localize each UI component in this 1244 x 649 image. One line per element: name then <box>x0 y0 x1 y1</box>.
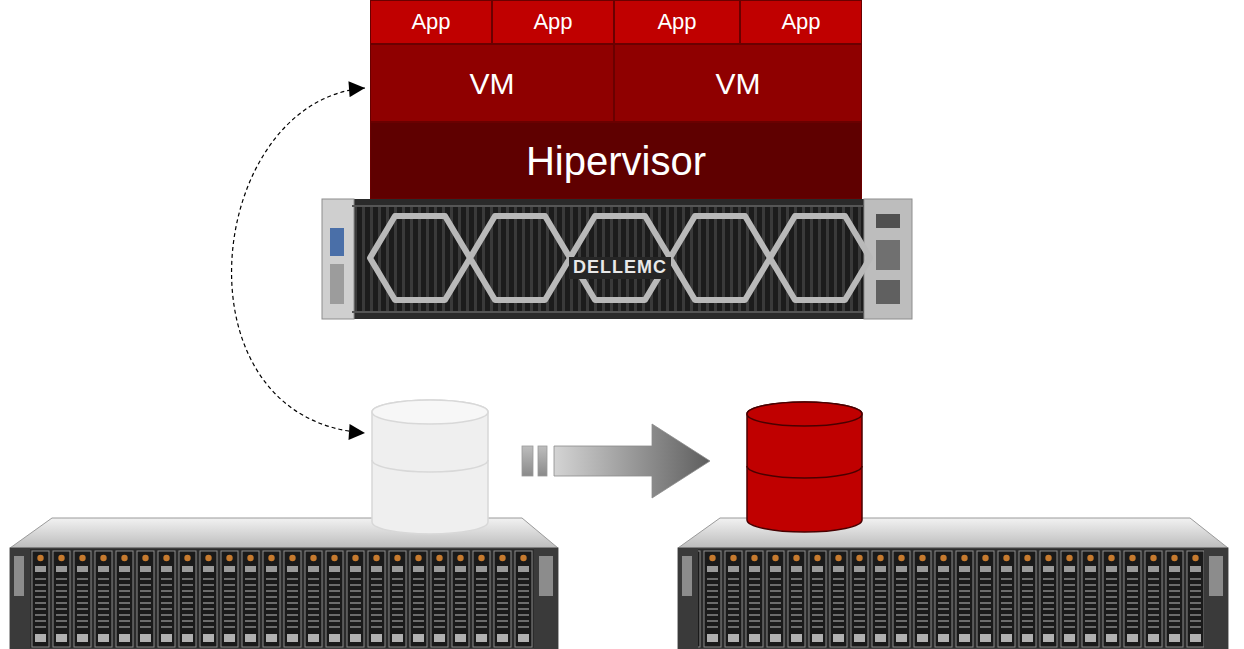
box-label: App <box>411 10 450 34</box>
app-box: App <box>492 0 614 44</box>
brand-logo: DELLEMC <box>569 257 671 279</box>
box-label: App <box>657 10 696 34</box>
box-label: App <box>533 10 572 34</box>
box-label: VM <box>716 67 761 100</box>
migration-arrow <box>522 424 710 498</box>
app-box: App <box>370 0 492 44</box>
box-label: App <box>781 10 820 34</box>
box-label: Hipervisor <box>526 139 706 183</box>
vm-box: VM <box>370 44 614 122</box>
hypervisor-band: Hipervisor <box>370 122 862 199</box>
database-cylinder <box>747 402 862 532</box>
app-box: App <box>740 0 862 44</box>
storage-array <box>678 518 1228 649</box>
rack-server <box>322 199 912 319</box>
dashed-link <box>232 88 365 433</box>
box-label: VM <box>470 67 515 100</box>
storage-array <box>10 518 558 649</box>
database-cylinder <box>372 400 488 534</box>
vm-box: VM <box>614 44 862 122</box>
app-box: App <box>614 0 740 44</box>
